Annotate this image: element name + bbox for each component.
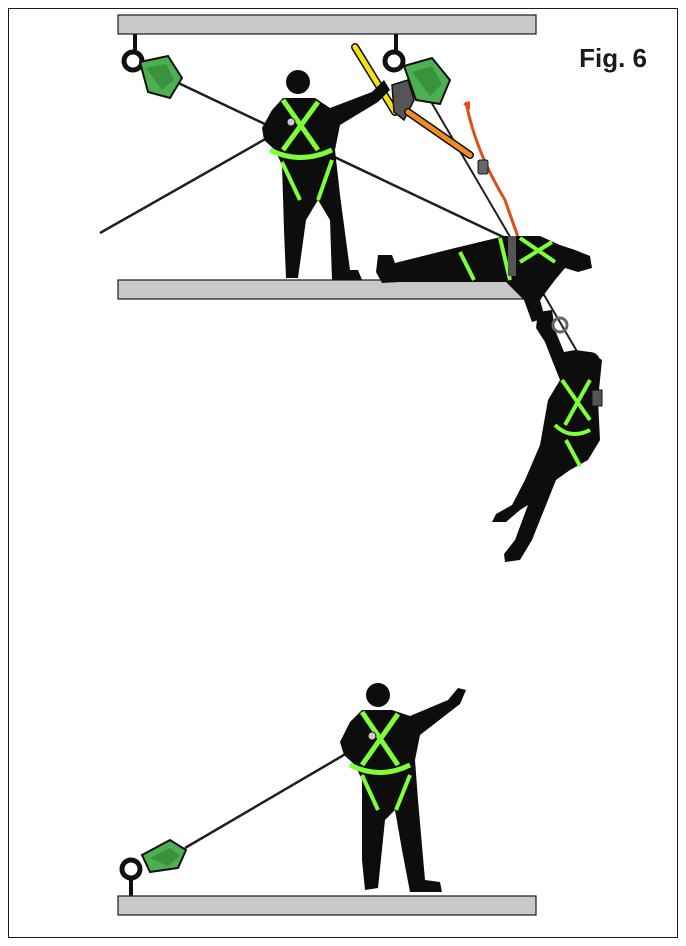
loose-cable <box>100 125 290 233</box>
anchor-ring-icon <box>385 34 403 70</box>
bottom-floor <box>118 896 536 915</box>
worker-silhouette-icon <box>340 683 466 892</box>
worker-silhouette-icon <box>492 310 602 562</box>
anchor-ring-icon <box>122 860 140 896</box>
self-retracting-lifeline-icon <box>140 56 182 98</box>
self-retracting-lifeline-icon <box>142 840 186 872</box>
top-beam <box>118 15 536 34</box>
worker-silhouette-icon <box>376 236 592 322</box>
anchor-ring-icon <box>124 34 142 70</box>
middle-floor <box>118 280 536 299</box>
